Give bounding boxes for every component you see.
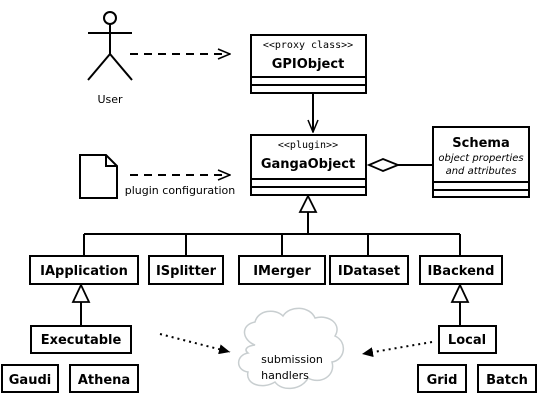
schema-line1: object properties xyxy=(438,153,523,164)
aggregation-diamond-icon xyxy=(366,158,401,172)
gaudi-class: Gaudi xyxy=(1,364,59,393)
gangaobject-name: GangaObject xyxy=(261,157,355,172)
isplitter-class: ISplitter xyxy=(148,255,224,285)
idataset-name: IDataset xyxy=(338,264,400,279)
executable-class: Executable xyxy=(30,325,132,354)
gpiobject-stereotype: <<proxy class>> xyxy=(263,40,353,51)
local-name: Local xyxy=(448,333,486,348)
schema-line2: and attributes xyxy=(446,166,517,177)
executable-name: Executable xyxy=(41,333,122,348)
ibackend-class: IBackend xyxy=(419,255,503,285)
cloud-icon xyxy=(237,307,344,390)
imerger-name: IMerger xyxy=(253,264,311,279)
schema-class: Schema object properties and attributes xyxy=(432,126,530,198)
schema-name: Schema xyxy=(452,136,509,151)
user-actor-icon xyxy=(87,11,133,81)
gpiobject-name: GPIObject xyxy=(272,57,345,72)
isplitter-name: ISplitter xyxy=(156,264,217,279)
submission-line2: handlers xyxy=(261,369,309,382)
grid-class: Grid xyxy=(417,364,467,393)
gpiobject-class: <<proxy class>> GPIObject xyxy=(250,34,367,94)
local-class: Local xyxy=(438,325,497,354)
plugin-config-label: plugin configuration xyxy=(125,184,236,197)
idataset-class: IDataset xyxy=(329,255,409,285)
iapplication-name: IApplication xyxy=(40,264,128,279)
interfaces-inheritance-tree xyxy=(83,193,461,256)
gaudi-name: Gaudi xyxy=(9,373,51,388)
local-inheritance-arrow xyxy=(450,282,470,303)
executable-inheritance-arrow xyxy=(71,282,91,303)
ibackend-name: IBackend xyxy=(428,264,495,279)
user-label: User xyxy=(97,93,123,106)
executable-to-handlers-arrow xyxy=(159,333,231,355)
grid-name: Grid xyxy=(427,373,458,388)
iapplication-class: IApplication xyxy=(29,255,139,285)
document-icon xyxy=(79,154,118,199)
submission-line1: submission xyxy=(261,353,323,366)
gangaobject-stereotype: <<plugin>> xyxy=(278,140,338,151)
athena-name: Athena xyxy=(78,373,130,388)
athena-class: Athena xyxy=(69,364,139,393)
gangaobject-class: <<plugin>> GangaObject xyxy=(250,134,367,196)
imerger-class: IMerger xyxy=(238,255,326,285)
local-to-handlers-arrow xyxy=(361,341,433,358)
batch-class: Batch xyxy=(477,364,537,393)
batch-name: Batch xyxy=(486,373,528,388)
